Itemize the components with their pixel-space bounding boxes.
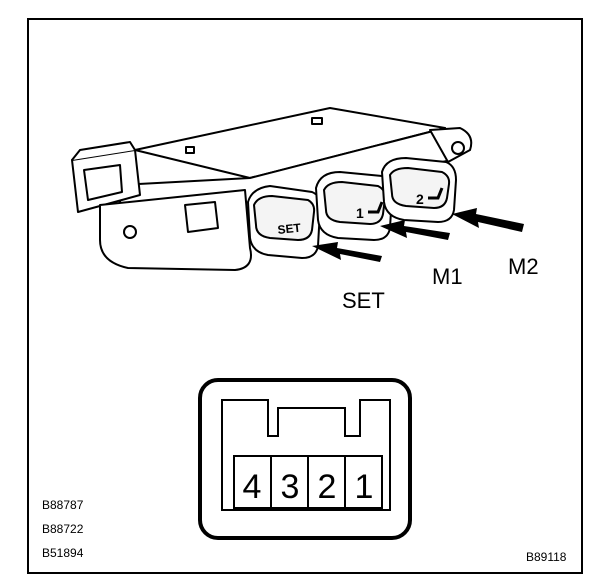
left-mounting-flange: [99, 189, 252, 271]
connector-face: [198, 378, 412, 540]
reference-code: B88787: [42, 498, 84, 512]
m2-seat-icon: [428, 187, 444, 200]
figure-frame: [27, 18, 583, 574]
m2-button-face-label: 2: [416, 191, 424, 207]
set-button: [247, 185, 322, 259]
m1-button-face-label: 1: [356, 205, 364, 221]
pin-label: 1: [355, 468, 374, 506]
m2-button: [381, 157, 457, 223]
reference-code: B51894: [42, 546, 84, 560]
pin-cells: [233, 455, 383, 509]
m1-callout: M1: [432, 264, 463, 289]
set-button-face-label: SET: [277, 221, 302, 237]
figure-code: B89118: [526, 550, 567, 564]
reference-code: B88722: [42, 522, 84, 536]
set-callout: SET: [342, 288, 385, 313]
pin-label: 2: [318, 468, 337, 506]
set-press-arrow: [312, 242, 382, 262]
m2-press-arrow: [452, 208, 524, 232]
m1-seat-icon: [368, 201, 384, 214]
pin-label: 4: [243, 468, 262, 506]
m1-press-arrow: [380, 220, 450, 240]
m1-button: [315, 171, 393, 241]
m2-callout: M2: [508, 254, 539, 279]
pin-label: 3: [281, 468, 300, 506]
